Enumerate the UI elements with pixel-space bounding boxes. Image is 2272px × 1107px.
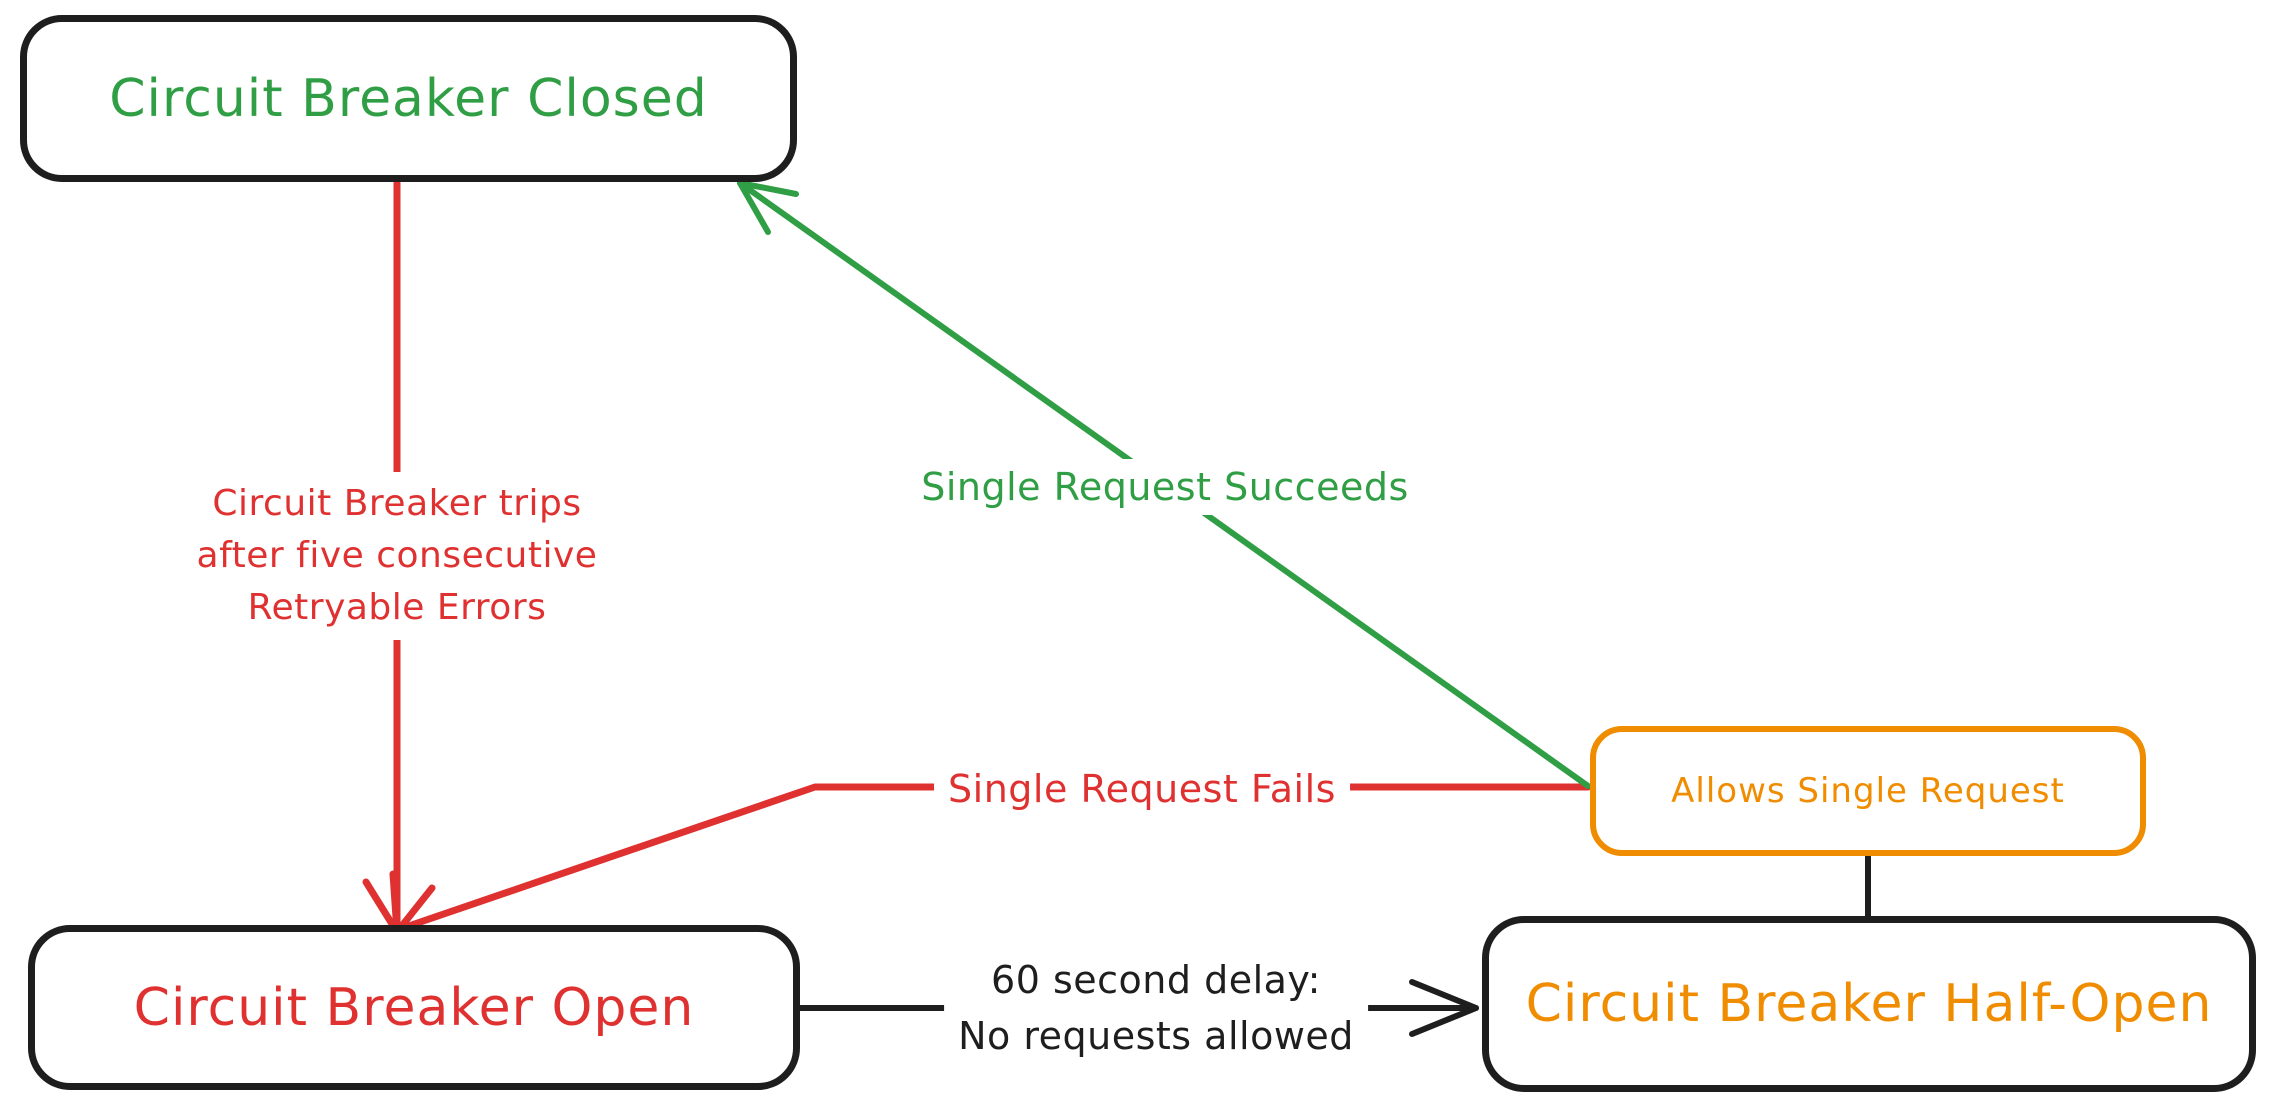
- node-allows-single-request: Allows Single Request: [1590, 726, 2146, 856]
- node-circuit-breaker-half-open-label: Circuit Breaker Half-Open: [1525, 974, 2213, 1034]
- edge-label-trips-line2: after five consecutive: [196, 535, 598, 576]
- edge-label-succeeds: Single Request Succeeds: [907, 459, 1423, 515]
- node-circuit-breaker-half-open: Circuit Breaker Half-Open: [1482, 916, 2256, 1092]
- edge-label-trips-line1: Circuit Breaker trips: [212, 483, 582, 524]
- edge-label-trips-line3: Retryable Errors: [247, 587, 547, 628]
- edge-label-delay: 60 second delay: No requests allowed: [944, 946, 1368, 1070]
- node-circuit-breaker-closed: Circuit Breaker Closed: [20, 15, 797, 182]
- edge-label-fails: Single Request Fails: [934, 761, 1350, 817]
- edge-label-delay-line2: No requests allowed: [958, 1014, 1354, 1058]
- arrowhead-up-left-icon: [737, 180, 799, 235]
- edge-label-trips: Circuit Breaker trips after five consecu…: [182, 472, 612, 640]
- node-circuit-breaker-open: Circuit Breaker Open: [28, 925, 800, 1090]
- node-circuit-breaker-closed-label: Circuit Breaker Closed: [109, 68, 708, 129]
- node-allows-single-request-label: Allows Single Request: [1671, 771, 2065, 811]
- node-circuit-breaker-open-label: Circuit Breaker Open: [133, 977, 695, 1038]
- edge-label-delay-line1: 60 second delay:: [991, 958, 1321, 1002]
- arrowhead-right-icon: [1409, 979, 1479, 1037]
